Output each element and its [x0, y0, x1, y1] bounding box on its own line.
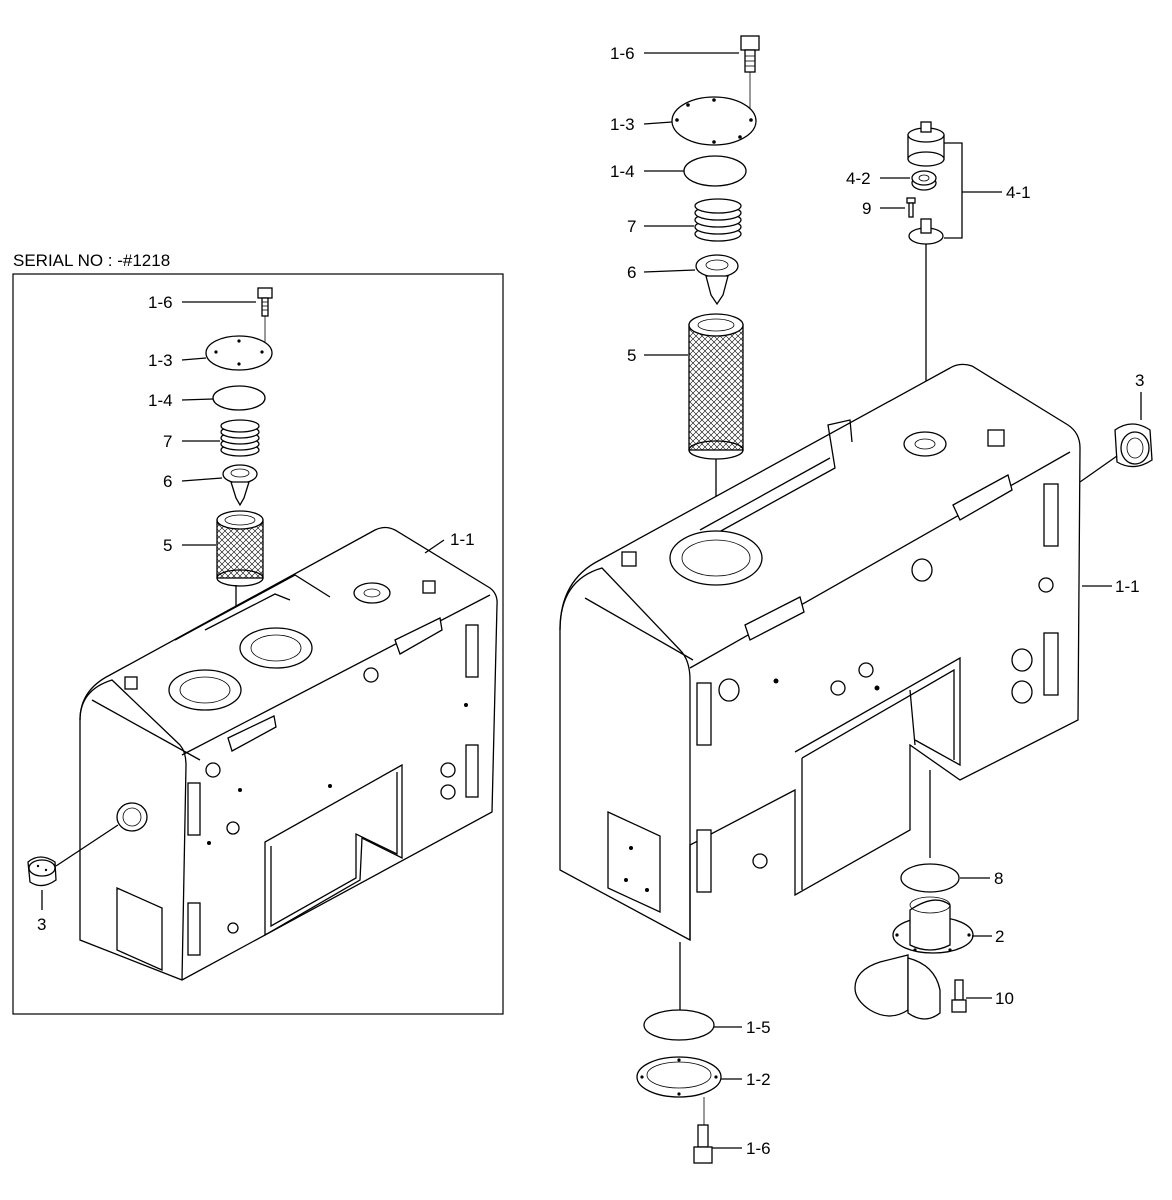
- main-cover-1-3: [671, 96, 757, 146]
- main-callout-10: 10: [995, 989, 1014, 1008]
- inset-callout-5: 5: [163, 536, 172, 555]
- main-spring-7: [694, 198, 742, 242]
- main-breather-element-4-2: [911, 170, 937, 191]
- main-valve-6: [695, 254, 739, 306]
- inset-cover-1-3: [205, 335, 273, 371]
- main-plug-3: [1114, 423, 1153, 468]
- main-callout-1-6-top: 1-6: [610, 44, 635, 63]
- main-callout-9: 9: [862, 199, 871, 218]
- main-callout-1-2: 1-2: [746, 1070, 771, 1089]
- main-callout-1-6-bottom: 1-6: [746, 1139, 771, 1158]
- main-callout-2: 2: [995, 927, 1004, 946]
- main-callout-3: 3: [1135, 371, 1144, 390]
- inset-callout-1-6: 1-6: [148, 293, 173, 312]
- main-callout-4-1: 4-1: [1006, 183, 1031, 202]
- inset-callout-1-4: 1-4: [148, 391, 173, 410]
- inset-callout-1-1: 1-1: [450, 530, 475, 549]
- main-breather-4-1: [907, 121, 945, 167]
- main-breather-screw-9: [906, 197, 916, 218]
- main-suction-pipe-2: [854, 896, 974, 1020]
- inset-plug-3: [27, 856, 57, 887]
- main-suction-bolt-10: [951, 979, 967, 1013]
- inset-callout-6: 6: [163, 472, 172, 491]
- inset-callout-3: 3: [37, 915, 46, 934]
- inset-spring-7: [220, 419, 260, 457]
- main-callout-7: 7: [627, 217, 636, 236]
- main-bolt-1-6-bottom: [693, 1124, 713, 1164]
- main-breather-base: [908, 218, 944, 245]
- main-bolt-1-6-top: [740, 35, 760, 73]
- inset-gasket-1-4: [212, 385, 266, 411]
- main-gasket-8: [900, 863, 960, 893]
- inset-bolt-1-6: [257, 287, 273, 317]
- main-callout-8: 8: [994, 869, 1003, 888]
- inset-valve-6: [222, 464, 258, 507]
- inset-frame: [12, 273, 504, 1015]
- main-assembly: 1-6 1-3 1-4 7 6: [559, 35, 1153, 1164]
- main-callout-4-2: 4-2: [846, 169, 871, 188]
- inset-panel: SERIAL NO : -#1218 1-6 1-3 1-4: [12, 251, 504, 1015]
- inset-strainer-5: [216, 510, 264, 587]
- main-callout-1-1: 1-1: [1115, 577, 1140, 596]
- main-strainer-5: [688, 313, 744, 460]
- inset-callout-7: 7: [163, 432, 172, 451]
- main-callout-5: 5: [627, 346, 636, 365]
- main-tank-1-1: [559, 363, 1081, 942]
- main-callout-1-5: 1-5: [746, 1018, 771, 1037]
- main-bottom-cover-1-2: [636, 1056, 722, 1098]
- main-gasket-1-5: [643, 1009, 715, 1041]
- inset-callout-1-3: 1-3: [148, 351, 173, 370]
- main-callout-1-3: 1-3: [610, 115, 635, 134]
- inset-tank-1-1: [79, 526, 498, 981]
- serial-number-label: SERIAL NO : -#1218: [13, 251, 170, 270]
- main-callout-6: 6: [627, 263, 636, 282]
- main-callout-1-4: 1-4: [610, 162, 635, 181]
- main-gasket-1-4: [683, 155, 747, 187]
